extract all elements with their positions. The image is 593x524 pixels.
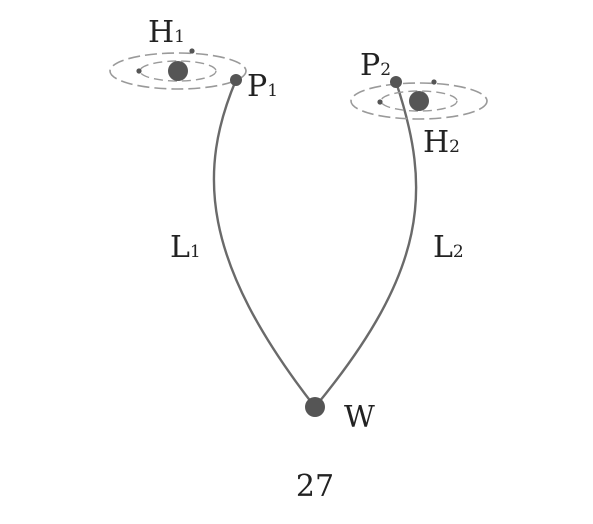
h1-planet-small-top (189, 48, 195, 54)
label-l2: L2 (433, 230, 464, 265)
node-w (305, 397, 325, 417)
h1-inner-orbit (139, 60, 217, 82)
label-l1: L1 (170, 230, 201, 265)
caption: 27 (296, 469, 334, 504)
curve-l2 (313, 80, 418, 409)
label-p2: P2 (360, 48, 391, 83)
label-w: W (344, 400, 375, 435)
node-p2 (390, 76, 402, 88)
node-p1 (230, 74, 242, 86)
h1-star (168, 61, 188, 81)
h2-planet-small-right (431, 79, 437, 85)
h2-outer-orbit (350, 82, 488, 120)
h1-outer-orbit (109, 52, 247, 90)
h2-star (409, 91, 429, 111)
label-h1: H1 (148, 15, 185, 50)
system-h2 (350, 79, 488, 120)
curve-l1 (212, 78, 317, 409)
h2-planet-small-left (377, 99, 383, 105)
system-h1 (109, 48, 247, 90)
label-h2: H2 (423, 125, 460, 160)
label-p1: P1 (247, 69, 278, 104)
h1-planet-small-left (136, 68, 142, 74)
h2-inner-orbit (380, 90, 458, 112)
